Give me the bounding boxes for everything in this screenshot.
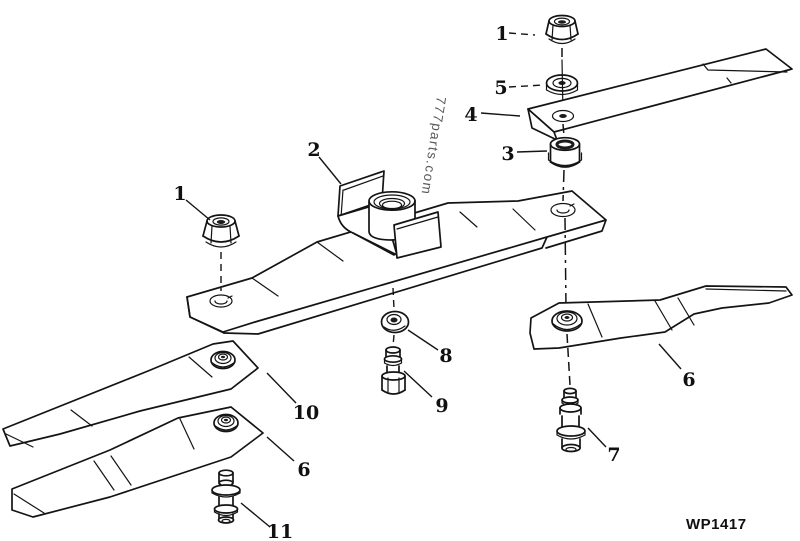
callout-6-left: 6 [297, 459, 310, 481]
axis-dash-bushing-bar [562, 169, 565, 202]
blade-bolt-11 [211, 469, 241, 524]
axis-dash-blade6-bolt7 [566, 333, 571, 386]
callout-1-left: 1 [173, 183, 186, 205]
callout-6-right: 6 [682, 369, 695, 391]
curved-blade-left-6 [11, 406, 264, 518]
callout-4: 4 [464, 104, 477, 126]
washer-5 [545, 59, 579, 115]
lock-nut-top-right [545, 14, 579, 45]
leader-lines [185, 32, 682, 528]
callout-10: 10 [293, 402, 319, 424]
callout-1-top-right: 1 [495, 23, 508, 45]
shoulder-bolt-9 [381, 346, 406, 395]
axis-dash-blade-bushing [562, 123, 565, 137]
curved-blade-10 [2, 340, 259, 448]
lock-nut-left [202, 214, 240, 248]
drawing-code: WP1417 [686, 516, 747, 533]
callout-5: 5 [494, 77, 507, 99]
callout-9: 9 [435, 395, 448, 417]
watermark-text: 777parts.com [418, 96, 448, 197]
mounting-bracket [337, 170, 442, 259]
callout-3: 3 [501, 143, 514, 165]
main-carrier-bar [186, 190, 607, 335]
curved-blade-right-6 [529, 285, 793, 350]
axis-dash-bar-blade [564, 217, 567, 309]
callout-11: 11 [267, 521, 293, 541]
blade-bolt-7 [556, 387, 586, 453]
axis-dash-bar-washer8 [392, 287, 395, 310]
bushing-3 [547, 136, 583, 168]
callout-2: 2 [307, 139, 320, 161]
axis-dash-washer8-bolt9 [392, 334, 395, 347]
callout-7: 7 [607, 444, 620, 466]
upper-blade-bar-4 [527, 48, 793, 141]
cup-washer-8 [380, 310, 410, 334]
callout-8: 8 [439, 345, 452, 367]
